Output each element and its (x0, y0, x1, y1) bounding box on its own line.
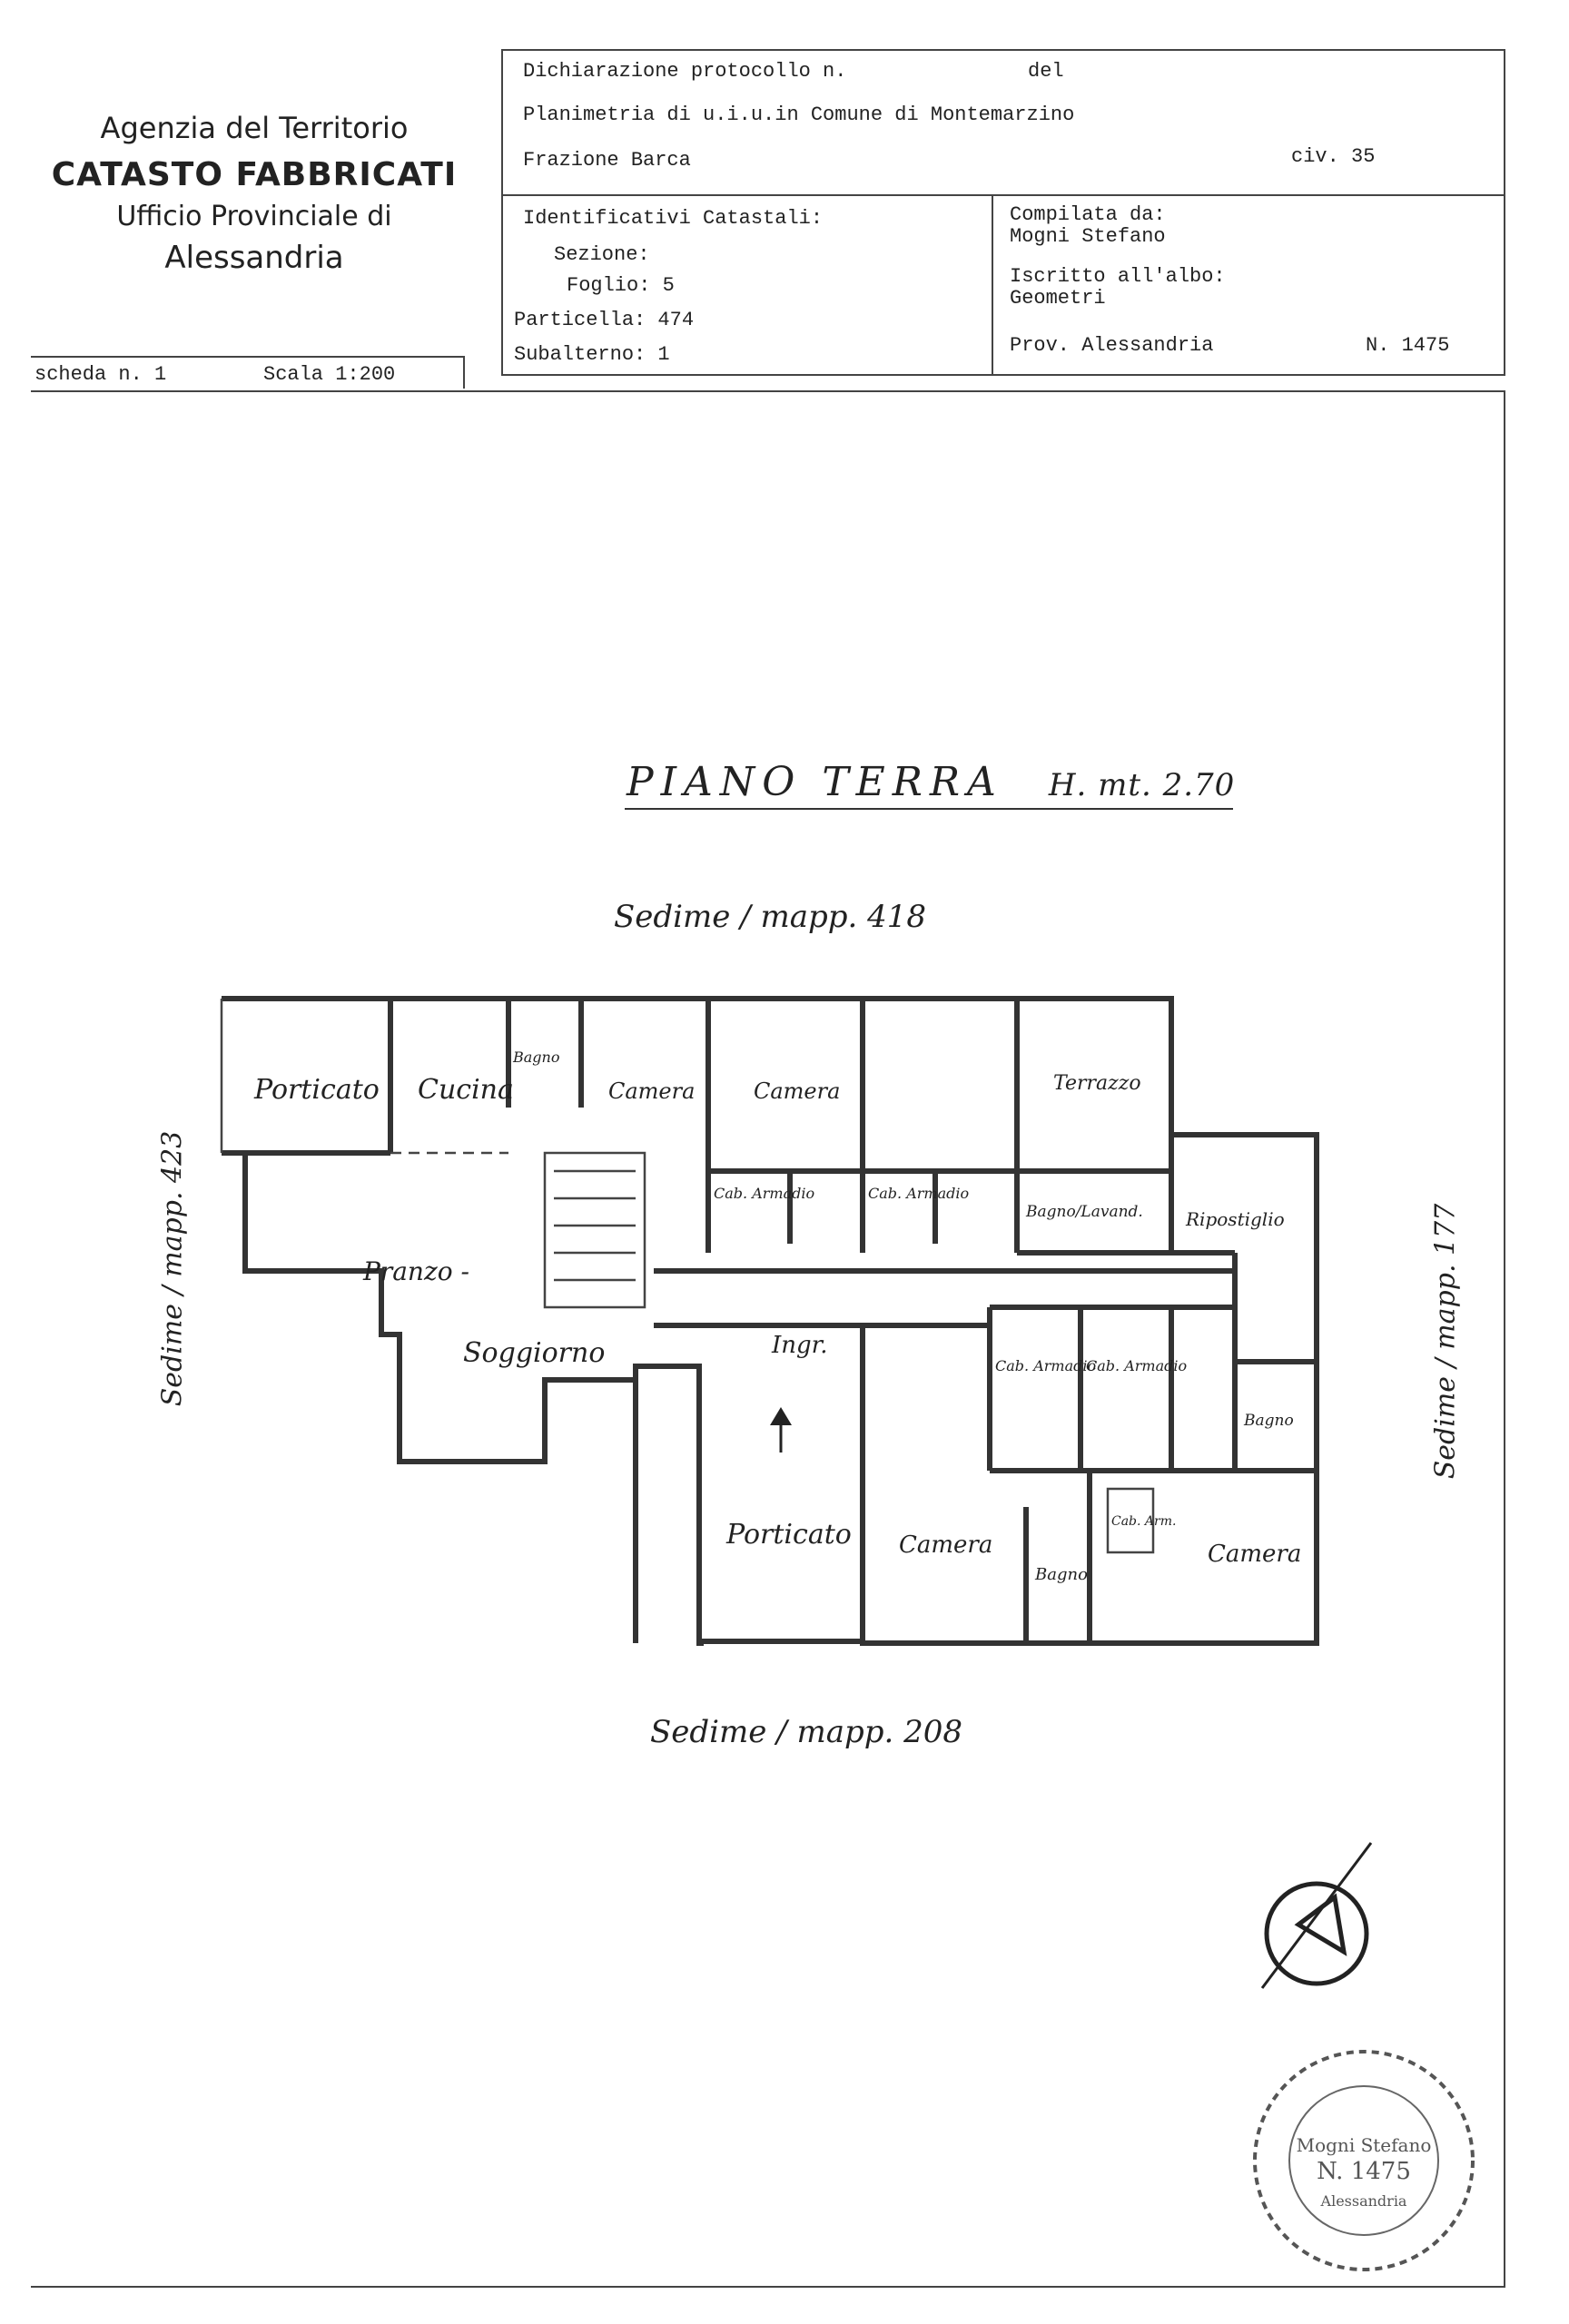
particella-label: Particella: 474 (514, 309, 695, 331)
compiler-name: Mogni Stefano (1010, 225, 1166, 248)
floor-name: PIANO TERRA (627, 759, 1003, 805)
room-camera-1: Camera (608, 1078, 695, 1104)
room-porticato-2: Porticato (725, 1519, 852, 1551)
room-terrazzo: Terrazzo (1053, 1072, 1141, 1095)
planimetria-label: Planimetria di u.i.u.in Comune di Montem… (523, 103, 1075, 126)
room-bagno-2: Bagno (1243, 1412, 1294, 1430)
room-camera-3: Camera (899, 1531, 992, 1559)
scheda-number: scheda n. 1 (35, 363, 167, 386)
civico-label: civ. 35 (1291, 145, 1376, 168)
room-pranzo: Pranzo - (362, 1256, 469, 1286)
sedime-bottom-label: Sedime / mapp. 208 (650, 1714, 963, 1750)
room-bagno-lavanderia: Bagno/Lavand. (1025, 1203, 1143, 1221)
room-ingresso: Ingr. (771, 1332, 828, 1359)
stamp-name: Mogni Stefano (1297, 2134, 1432, 2156)
room-soggiorno: Soggiorno (463, 1337, 605, 1369)
room-ripostiglio: Ripostiglio (1185, 1208, 1285, 1230)
header-divider (503, 194, 1504, 196)
room-porticato-1: Porticato (253, 1074, 380, 1106)
frazione-label: Frazione Barca (523, 149, 691, 172)
sezione-label: Sezione: (554, 243, 650, 266)
iscritto-label: Iscritto all'albo: (1010, 265, 1226, 288)
albo-name: Geometri (1010, 287, 1106, 310)
scale-label: Scala 1:200 (263, 363, 396, 386)
room-cab-armadio-3: Cab. Armadio (995, 1357, 1096, 1374)
foglio-label: Foglio: 5 (567, 274, 675, 297)
room-bagno-1: Bagno (512, 1049, 559, 1066)
north-arrow-icon (1260, 1842, 1373, 1989)
sedime-left-label: Sedime / mapp. 423 (156, 1130, 189, 1407)
sedime-top-label: Sedime / mapp. 418 (614, 899, 927, 935)
room-cab-armadio-1: Cab. Armadio (714, 1185, 814, 1202)
subalterno-label: Subalterno: 1 (514, 343, 670, 366)
dichiarazione-label: Dichiarazione protocollo n. (523, 60, 847, 83)
entrance-arrow-icon (770, 1407, 792, 1452)
del-label: del (1028, 60, 1064, 83)
stamp-number: N. 1475 (1317, 2158, 1411, 2185)
registration-number: N. 1475 (1366, 334, 1450, 357)
outer-walls (220, 996, 1319, 1646)
cadastral-header-box: Dichiarazione protocollo n. del Planimet… (501, 49, 1505, 376)
room-cucina: Cucina (418, 1074, 514, 1106)
professional-stamp: Mogni Stefano N. 1475 Alessandria (1253, 2050, 1475, 2271)
drawing-frame (31, 390, 1505, 2288)
room-cab-armadio-4: Cab. Armadio (1086, 1357, 1187, 1374)
floor-plan: Porticato Cucina Bagno Camera Camera Ter… (220, 996, 1319, 1646)
scheda-bar: scheda n. 1 Scala 1:200 (31, 356, 465, 389)
agency-header: Agenzia del Territorio CATASTO FABBRICAT… (36, 91, 472, 276)
title-underline (625, 808, 1233, 810)
identificativi-label: Identificativi Catastali: (523, 207, 824, 230)
province-name: Alessandria (164, 240, 344, 276)
floor-title: PIANO TERRA H. mt. 2.70 (627, 759, 1235, 805)
sedime-right-label: Sedime / mapp. 177 (1429, 1203, 1462, 1480)
agency-name: Agenzia del Territorio (100, 111, 409, 145)
room-camera-2: Camera (754, 1078, 840, 1104)
room-cab-armadio-5: Cab. Arm. (1111, 1514, 1176, 1529)
ufficio-label: Ufficio Provinciale di (116, 201, 392, 232)
room-cab-armadio-2: Cab. Armadio (868, 1185, 969, 1202)
room-bagno-3: Bagno (1034, 1565, 1088, 1584)
floor-height: H. mt. 2.70 (1048, 767, 1236, 803)
compilata-label: Compilata da: (1010, 203, 1166, 226)
stamp-city: Alessandria (1320, 2192, 1407, 2210)
room-labels: Porticato Cucina Bagno Camera Camera Ter… (253, 1049, 1301, 1584)
room-camera-4: Camera (1208, 1541, 1301, 1568)
header-column-divider (992, 194, 993, 374)
catasto-title: CATASTO FABBRICATI (51, 156, 458, 193)
province-label: Prov. Alessandria (1010, 334, 1214, 357)
